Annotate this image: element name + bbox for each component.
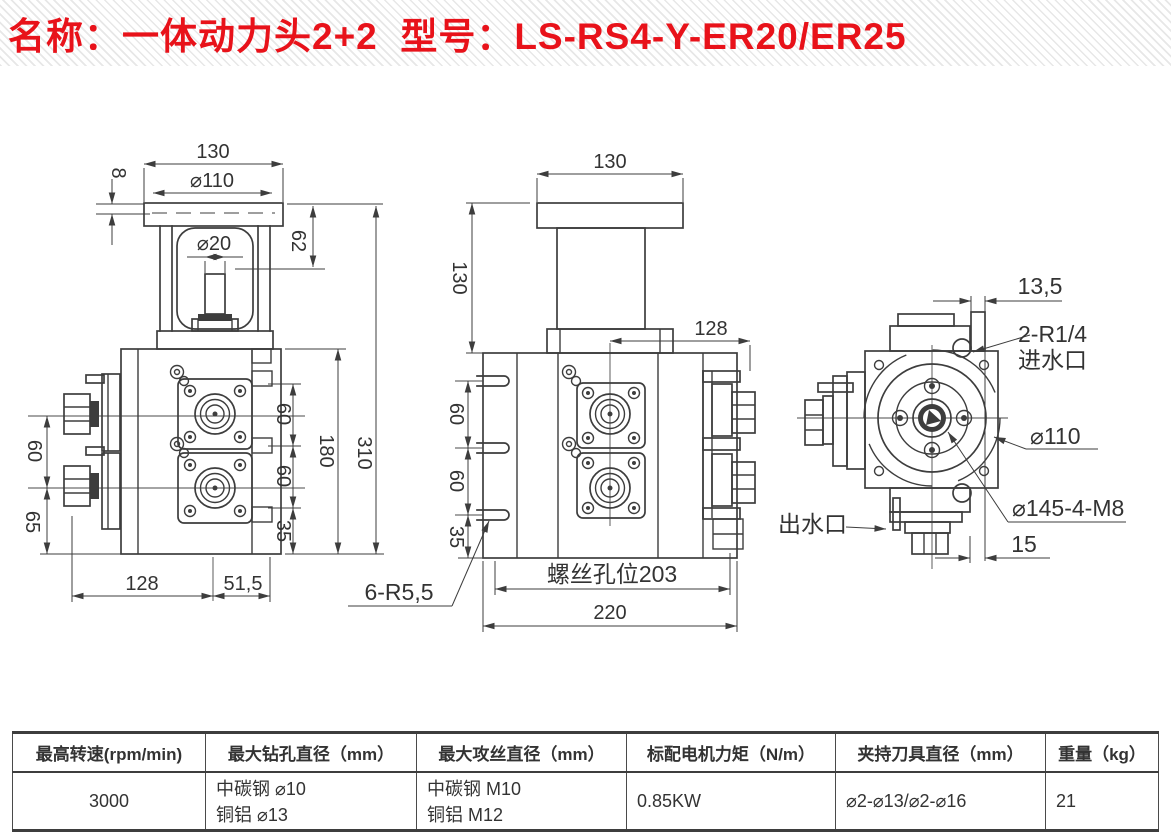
dim-front-bottom-left: 128	[125, 573, 158, 595]
end-bottom-clamp	[889, 483, 972, 555]
spec-header-row: 最高转速(rpm/min) 最大钻孔直径（mm） 最大攻丝直径（mm） 标配电机…	[12, 731, 1159, 773]
label-bolt-circle-dia: ⌀110	[1030, 423, 1081, 449]
tap-line-1: 中碳钢 M10	[427, 779, 522, 799]
front-collet-2	[63, 446, 121, 530]
dim-front-body-height: 180	[315, 434, 337, 467]
label-inlet-spec: 2-R1/4	[1018, 321, 1087, 347]
dim-side-left-60a: 60	[445, 403, 467, 425]
side-spindle-2	[589, 467, 631, 509]
dim-end-top-offset: 13,5	[1018, 273, 1063, 299]
drill-line-1: 中碳钢 ⌀10	[216, 779, 306, 799]
end-spindle-hub	[912, 398, 952, 438]
side-slots	[455, 375, 510, 521]
side-view: 130 130 128 60 60 35 螺丝孔位203 220	[348, 151, 756, 632]
dim-front-flange-dia: ⌀110	[190, 170, 234, 192]
dim-front-col-height: 62	[287, 230, 309, 252]
dim-front-shaft-dia: ⌀20	[197, 233, 231, 255]
dim-front-top-width: 130	[196, 141, 229, 163]
spec-header-max-speed: 最高转速(rpm/min)	[12, 731, 206, 773]
page-title: 名称：一体动力头2+2 型号：LS-RS4-Y-ER20/ER25	[8, 16, 907, 57]
dim-side-bottom-width: 220	[593, 602, 626, 624]
front-plate-bolts	[183, 384, 247, 518]
dim-front-right-35: 35	[272, 520, 294, 542]
spec-table: 最高转速(rpm/min) 最大钻孔直径（mm） 最大攻丝直径（mm） 标配电机…	[12, 731, 1159, 832]
spec-value-tool-dia: ⌀2-⌀13/⌀2-⌀16	[835, 772, 1046, 832]
front-view: 130 ⌀110 8 ⌀20 62 60 65	[21, 141, 384, 602]
drill-line-2: 铜铝 ⌀13	[216, 805, 288, 825]
dim-front-bottom-right: 51,5	[224, 573, 263, 595]
side-collets	[702, 370, 756, 550]
spec-header-tool-dia: 夹持刀具直径（mm）	[835, 731, 1046, 773]
spec-header-motor-torque: 标配电机力矩（N/m）	[626, 731, 836, 773]
end-dimensions: 13,5 2-R1/4 进水口 ⌀110 ⌀145-4-M8 出水口 15	[778, 273, 1126, 563]
dim-front-lower-offset: 65	[21, 511, 43, 533]
dim-side-left-35: 35	[445, 526, 467, 548]
dim-side-col-height: 130	[448, 261, 470, 294]
front-spindle-2	[194, 467, 236, 509]
front-spindle-1	[194, 393, 236, 435]
label-screw-holes: 螺丝孔位203	[547, 561, 677, 587]
title-bar: 名称：一体动力头2+2 型号：LS-RS4-Y-ER20/ER25	[0, 0, 1171, 66]
side-spindle-1	[589, 393, 631, 435]
end-bolts	[891, 377, 973, 459]
front-idlers	[169, 364, 190, 459]
water-outlet-port	[952, 483, 972, 503]
spec-header-weight: 重量（kg）	[1045, 731, 1159, 773]
spec-value-drill-dia: 中碳钢 ⌀10 铜铝 ⌀13	[205, 772, 417, 832]
label-notch-radius: 6-R5,5	[364, 579, 433, 605]
technical-drawing: 130 ⌀110 8 ⌀20 62 60 65	[0, 66, 1171, 721]
spec-value-motor-torque: 0.85KW	[626, 772, 836, 832]
drawing-canvas: 130 ⌀110 8 ⌀20 62 60 65	[21, 141, 1126, 632]
spec-value-weight: 21	[1045, 772, 1159, 832]
tap-line-2: 铜铝 M12	[427, 805, 504, 825]
spec-value-max-speed: 3000	[12, 772, 206, 832]
front-dimensions: 130 ⌀110 8 ⌀20 62 60 65	[21, 141, 384, 602]
dim-side-center-offset: 128	[694, 318, 727, 340]
dim-front-plate-thk: 8	[107, 167, 129, 178]
label-mount-holes: ⌀145-4-M8	[1012, 495, 1124, 521]
spec-header-tap-dia: 最大攻丝直径（mm）	[416, 731, 627, 773]
spec-header-drill-dia: 最大钻孔直径（mm）	[205, 731, 417, 773]
front-collet-1	[63, 373, 121, 452]
dim-front-spindle-pitch: 60	[23, 440, 45, 462]
dim-side-top-width: 130	[593, 151, 626, 173]
side-dimensions: 130 130 128 60 60 35 螺丝孔位203 220	[348, 151, 751, 632]
spec-data-row: 3000 中碳钢 ⌀10 铜铝 ⌀13 中碳钢 M10 铜铝 M12 0.85K…	[12, 772, 1159, 832]
side-idlers	[561, 364, 582, 459]
dim-side-left-60b: 60	[445, 470, 467, 492]
dim-front-total-height: 310	[353, 436, 375, 469]
spec-value-tap-dia: 中碳钢 M10 铜铝 M12	[416, 772, 627, 832]
dim-front-right-60a: 60	[272, 403, 294, 425]
dim-end-bottom-offset: 15	[1011, 531, 1037, 557]
label-outlet: 出水口	[778, 511, 847, 537]
dim-front-right-60b: 60	[272, 465, 294, 487]
end-view: 13,5 2-R1/4 进水口 ⌀110 ⌀145-4-M8 出水口 15	[778, 273, 1126, 569]
label-inlet: 进水口	[1018, 347, 1087, 373]
side-plate-bolts	[581, 386, 641, 515]
bolt-circle-145	[863, 349, 1001, 487]
end-collet	[804, 371, 866, 470]
